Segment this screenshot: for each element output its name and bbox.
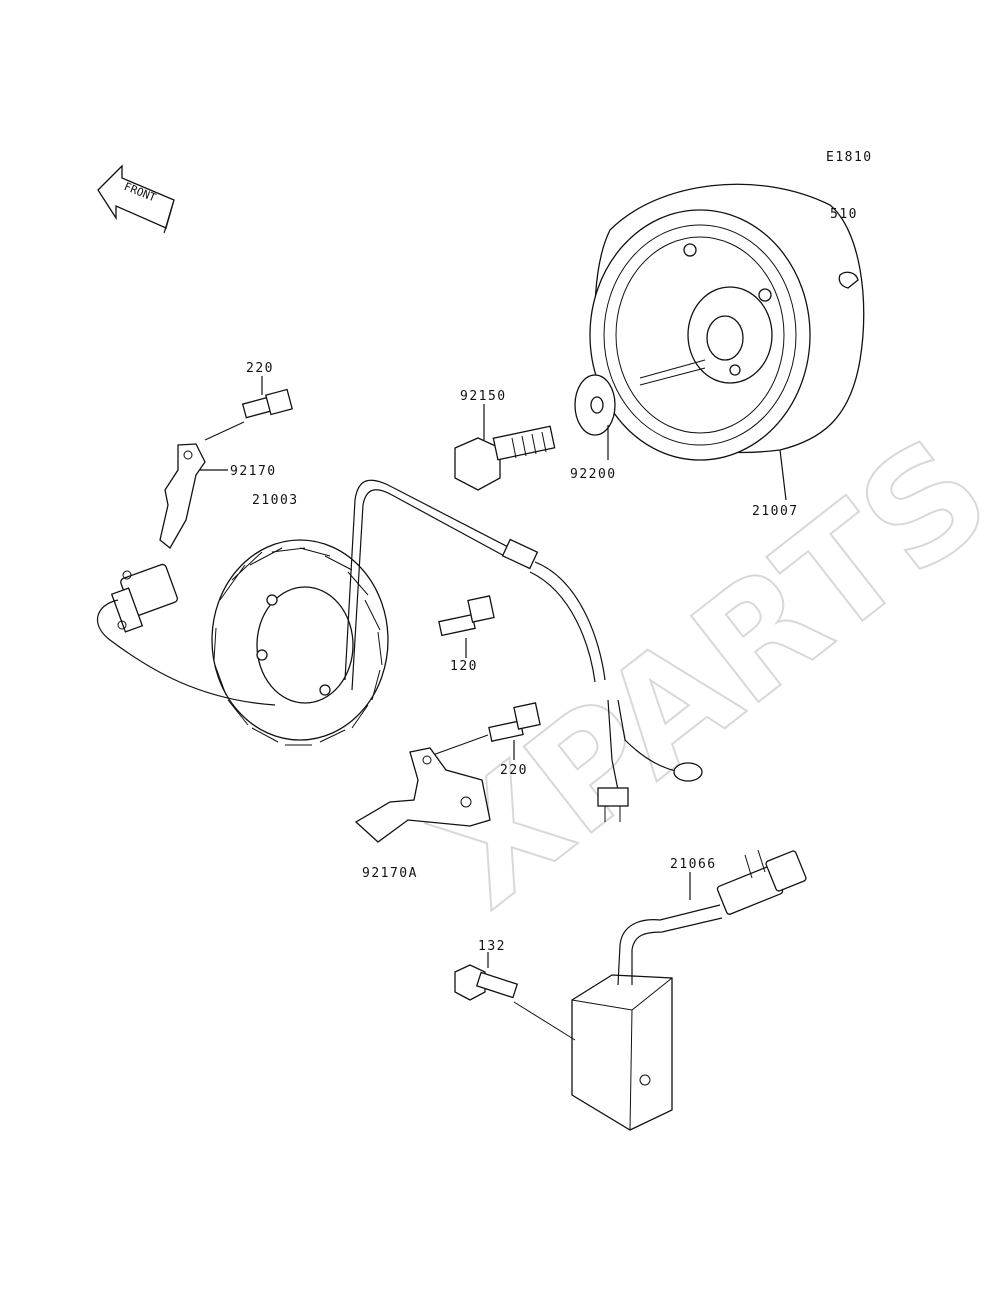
part-number-21003: 21003 (252, 493, 299, 508)
flange-bolt-part (454, 425, 556, 491)
flywheel-part (589, 183, 865, 461)
pickup-coil-part (96, 563, 276, 706)
part-number-92150: 92150 (460, 389, 507, 404)
part-number-21066: 21066 (670, 857, 717, 872)
diagram-code-label: E1810 (826, 150, 873, 165)
part-number-220-bottom: 220 (500, 763, 528, 778)
front-arrow-icon: FRONT (97, 164, 175, 234)
part-number-132: 132 (478, 939, 506, 954)
key-part (838, 271, 859, 289)
part-number-120: 120 (450, 659, 478, 674)
regulator-rectifier-part (571, 849, 807, 1131)
part-number-21007: 21007 (752, 504, 799, 519)
screw-part-120 (438, 595, 495, 637)
screw-part-top (241, 388, 294, 419)
stator-part (211, 539, 389, 746)
bracket-part-a (354, 747, 491, 843)
bracket-part (159, 443, 206, 549)
washer-part (574, 374, 616, 436)
wire-harness (344, 479, 703, 822)
part-number-220-top: 220 (246, 361, 274, 376)
screw-part-bottom (488, 702, 541, 742)
part-number-92200: 92200 (570, 467, 617, 482)
part-number-92170A: 92170A (362, 866, 418, 881)
flange-bolt-part-132 (454, 964, 519, 1001)
part-number-510: 510 (830, 207, 858, 222)
part-number-92170: 92170 (230, 464, 277, 479)
